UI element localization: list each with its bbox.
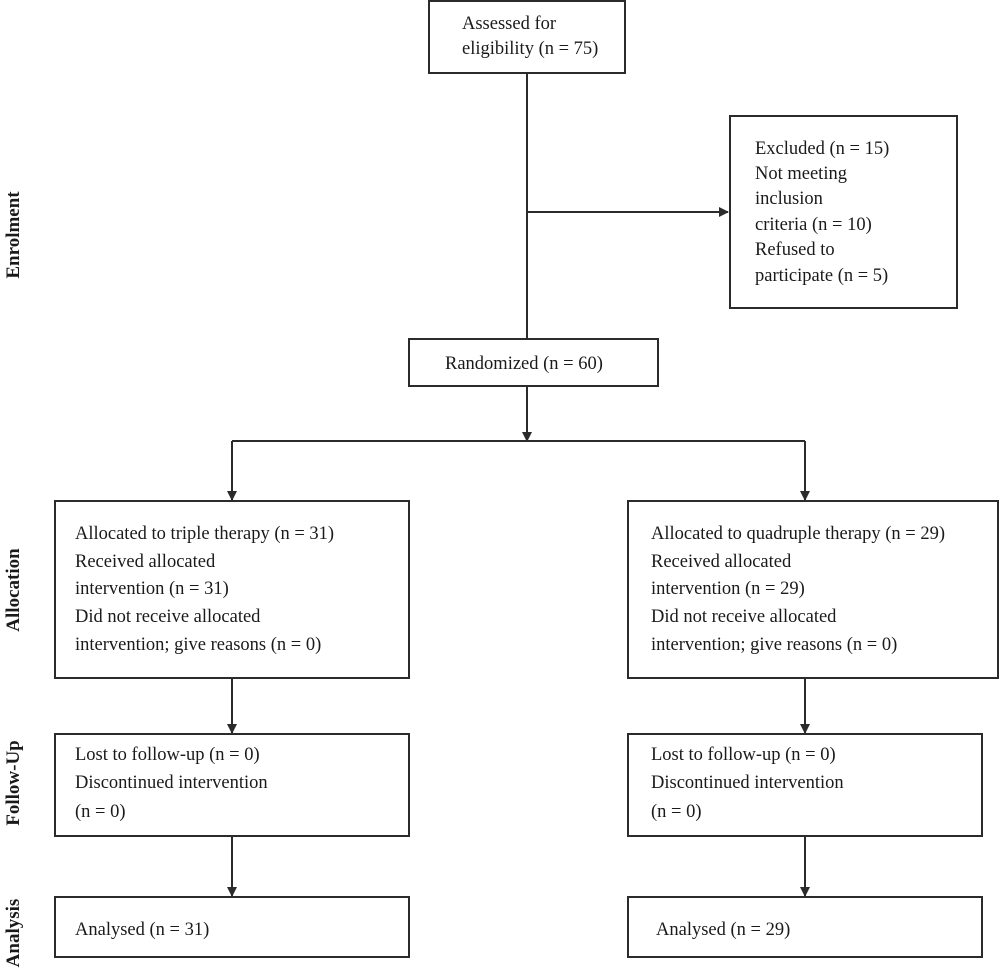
box-text-line: Received allocated [651, 552, 792, 572]
box-text-line: participate (n = 5) [755, 266, 889, 286]
analysis-quad-box: Analysed (n = 29) [627, 896, 983, 958]
box-text-line: Analysed (n = 29) [656, 920, 791, 940]
follow-up-triple-box: Lost to follow-up (n = 0) Discontinued i… [54, 733, 410, 837]
follow-up-quad-box: Lost to follow-up (n = 0) Discontinued i… [627, 733, 983, 837]
box-text-line: Not meeting [755, 164, 847, 184]
box-text-line: Received allocated [75, 552, 216, 572]
box-text-line: inclusion [755, 189, 823, 209]
box-text-line: Did not receive allocated [651, 607, 837, 627]
stage-label-follow-up: Follow-Up [3, 740, 24, 826]
box-text-line: Lost to follow-up (n = 0) [651, 745, 836, 765]
box-text-line: Did not receive allocated [75, 607, 261, 627]
box-text-line: Allocated to triple therapy (n = 31) [75, 524, 335, 544]
box-text-line: Assessed for [462, 14, 557, 34]
stage-label-enrolment: Enrolment [3, 191, 24, 279]
analysis-triple-box: Analysed (n = 31) [54, 896, 410, 958]
box-text-line: Discontinued intervention [651, 773, 844, 793]
allocation-quadruple-therapy-box: Allocated to quadruple therapy (n = 29) … [627, 500, 999, 679]
box-text-line: eligibility (n = 75) [462, 39, 599, 59]
box-text-line: Lost to follow-up (n = 0) [75, 745, 260, 765]
box-text-line: (n = 0) [651, 802, 702, 822]
box-text-line: intervention; give reasons (n = 0) [75, 635, 322, 655]
box-text-line: criteria (n = 10) [755, 215, 872, 235]
box-text-line: Excluded (n = 15) [755, 139, 890, 159]
stage-label-allocation: Allocation [3, 548, 24, 632]
excluded-box: Excluded (n = 15) Not meeting inclusion … [729, 115, 958, 309]
box-text-line: (n = 0) [75, 802, 126, 822]
box-text-line: Randomized (n = 60) [445, 354, 603, 374]
randomized-box: Randomized (n = 60) [408, 338, 659, 387]
box-text-line: Allocated to quadruple therapy (n = 29) [651, 524, 946, 544]
stage-label-analysis: Analysis [3, 898, 24, 968]
allocation-triple-therapy-box: Allocated to triple therapy (n = 31) Rec… [54, 500, 410, 679]
assessed-eligibility-box: Assessed for eligibility (n = 75) [428, 0, 626, 74]
box-text-line: Analysed (n = 31) [75, 920, 210, 940]
box-text-line: intervention; give reasons (n = 0) [651, 635, 898, 655]
box-text-line: intervention (n = 31) [75, 579, 229, 599]
box-text-line: Refused to [755, 240, 835, 260]
box-text-line: Discontinued intervention [75, 773, 268, 793]
box-text-line: intervention (n = 29) [651, 579, 805, 599]
